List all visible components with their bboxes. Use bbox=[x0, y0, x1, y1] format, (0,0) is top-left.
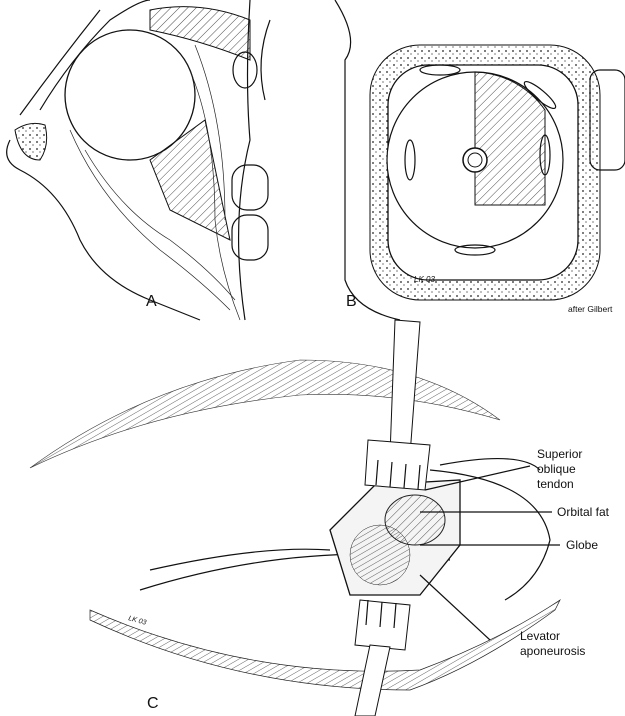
panel-c-signature: LK 03 bbox=[127, 615, 147, 627]
orbital-fat-label: Orbital fat bbox=[557, 505, 610, 519]
globe-label: Globe bbox=[566, 538, 598, 552]
panel-c-surgical-view: Superior oblique tendon Orbital fat Glob… bbox=[29, 319, 610, 716]
credit-text: after Gilbert bbox=[568, 304, 613, 314]
globe-a bbox=[64, 29, 196, 161]
panel-c-label: C bbox=[147, 695, 159, 712]
panel-a-axial-orbit: A bbox=[6, 0, 271, 321]
panel-b-label: B bbox=[346, 293, 357, 310]
panel-a-label: A bbox=[146, 293, 157, 310]
superior-oblique-tendon-label: Superior oblique tendon bbox=[537, 447, 586, 491]
upper-retractor bbox=[364, 319, 431, 491]
lower-retractor bbox=[354, 599, 411, 716]
levator-aponeurosis-label: Levator aponeurosis bbox=[520, 629, 585, 658]
panel-b-coronal-orbit: B LK 03 after Gilbert bbox=[334, 0, 625, 321]
panel-b-signature: LK 03 bbox=[414, 275, 435, 284]
eyebrow bbox=[29, 359, 501, 469]
lower-lashes bbox=[89, 598, 561, 691]
